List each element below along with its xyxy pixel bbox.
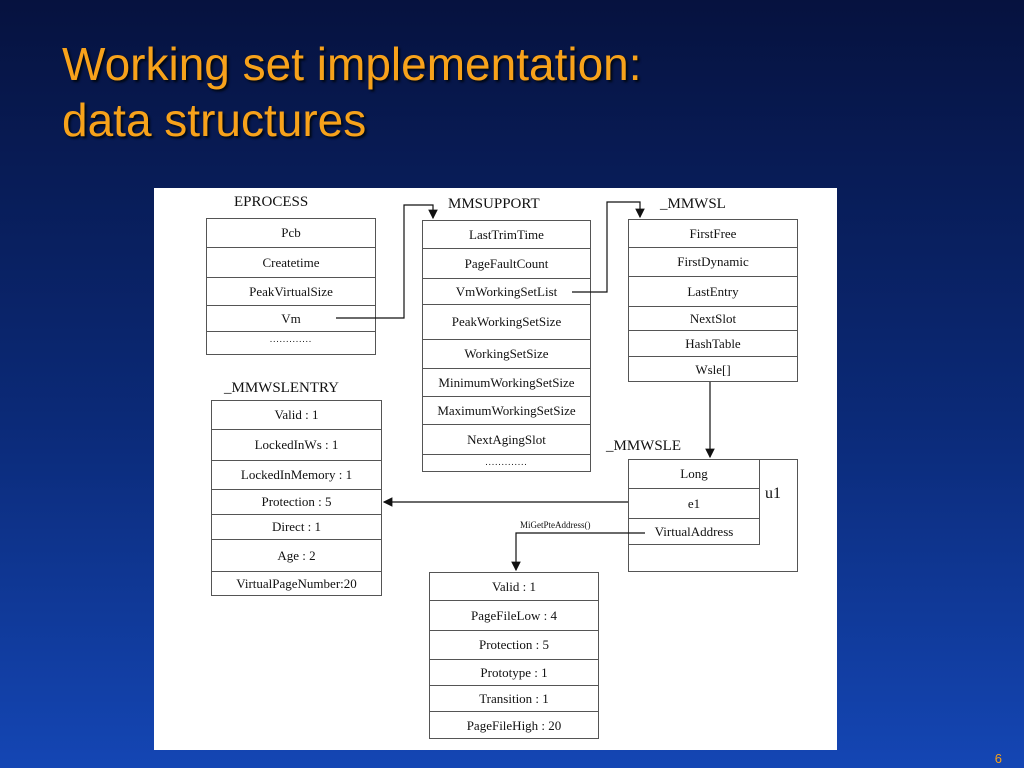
mmwsl-field-hashtable: HashTable	[629, 330, 797, 356]
mmsupport-label: MMSUPPORT	[448, 196, 540, 212]
pte-field-transition: Transition : 1	[430, 685, 598, 711]
mmwsle-label: _MMWSLE	[606, 438, 681, 454]
mmwslentry-field-age: Age : 2	[212, 539, 381, 571]
mmwsl-field-firstdynamic: FirstDynamic	[629, 247, 797, 276]
diagram-panel: EPROCESS Pcb Createtime PeakVirtualSize …	[154, 188, 837, 750]
eprocess-field-more: .............	[207, 331, 375, 355]
mmwsl-table: FirstFree FirstDynamic LastEntry NextSlo…	[628, 219, 798, 382]
pte-field-valid: Valid : 1	[491, 578, 537, 594]
mmwsle-field-virtualaddress: VirtualAddress	[629, 518, 759, 545]
page-title: Working set implementation: data structu…	[62, 36, 642, 148]
mmwsl-field-firstfree: FirstFree	[689, 225, 737, 241]
eprocess-field-pcb: Pcb	[281, 225, 301, 240]
mmwsl-field-wsle: Wsle[]	[629, 356, 797, 382]
mmwsle-field-long: Long	[680, 466, 708, 481]
mmwslentry-field-virtualpagenumber: VirtualPageNumber:20	[212, 571, 381, 596]
pte-field-pagefilelow: PageFileLow : 4	[430, 600, 598, 630]
mmsupport-field-maximumworkingsetsize: MaximumWorkingSetSize	[423, 396, 590, 424]
mmsupport-field-peakworkingsetsize: PeakWorkingSetSize	[423, 304, 590, 339]
pte-field-pagefilehigh: PageFileHigh : 20	[430, 711, 598, 739]
mmsupport-field-lasttrimtime: LastTrimTime	[469, 226, 544, 242]
mmwslentry-field-lockedinws: LockedInWs : 1	[212, 429, 381, 460]
pte-field-protection: Protection : 5	[430, 630, 598, 659]
mmsupport-field-more: .............	[423, 454, 590, 472]
mmwsle-field-e1: e1	[629, 488, 759, 518]
mmwsl-label: _MMWSL	[660, 196, 726, 212]
mmwslentry-field-protection: Protection : 5	[212, 489, 381, 514]
pte-field-prototype: Prototype : 1	[430, 659, 598, 685]
mmwsle-table: Long e1 VirtualAddress	[628, 459, 760, 545]
eprocess-field-peakvirtualsize: PeakVirtualSize	[207, 277, 375, 305]
pte-table: Valid : 1 PageFileLow : 4 Protection : 5…	[429, 572, 599, 739]
mmsupport-table: LastTrimTime PageFaultCount VmWorkingSet…	[422, 220, 591, 472]
mmwsl-field-lastentry: LastEntry	[629, 276, 797, 306]
mmwslentry-field-lockedinmemory: LockedInMemory : 1	[212, 460, 381, 489]
mmwslentry-field-valid: Valid : 1	[274, 407, 319, 422]
mmsupport-field-pagefaultcount: PageFaultCount	[423, 248, 590, 278]
title-line-2: data structures	[62, 94, 367, 146]
mmwslentry-table: Valid : 1 LockedInWs : 1 LockedInMemory …	[211, 400, 382, 596]
arrow-virtualaddress-to-pte	[511, 532, 645, 572]
eprocess-field-createtime: Createtime	[207, 247, 375, 277]
mmsupport-field-minimumworkingsetsize: MinimumWorkingSetSize	[423, 368, 590, 396]
title-line-1: Working set implementation:	[62, 38, 642, 90]
mmsupport-field-workingsetsize: WorkingSetSize	[423, 339, 590, 368]
mmwsle-union-label: u1	[765, 485, 781, 502]
mi-get-pte-address-label: MiGetPteAddress()	[520, 520, 591, 530]
mmwsl-field-nextslot: NextSlot	[629, 306, 797, 330]
mmwslentry-field-direct: Direct : 1	[212, 514, 381, 539]
eprocess-field-vm: Vm	[207, 305, 375, 331]
eprocess-label: EPROCESS	[234, 194, 309, 210]
mmsupport-field-vmworkingsetlist: VmWorkingSetList	[423, 278, 590, 304]
page-number: 6	[994, 751, 1002, 766]
eprocess-table: Pcb Createtime PeakVirtualSize Vm ......…	[206, 218, 376, 355]
mmsupport-field-nextagingslot: NextAgingSlot	[423, 424, 590, 454]
mmwslentry-label: _MMWSLENTRY	[224, 380, 340, 396]
